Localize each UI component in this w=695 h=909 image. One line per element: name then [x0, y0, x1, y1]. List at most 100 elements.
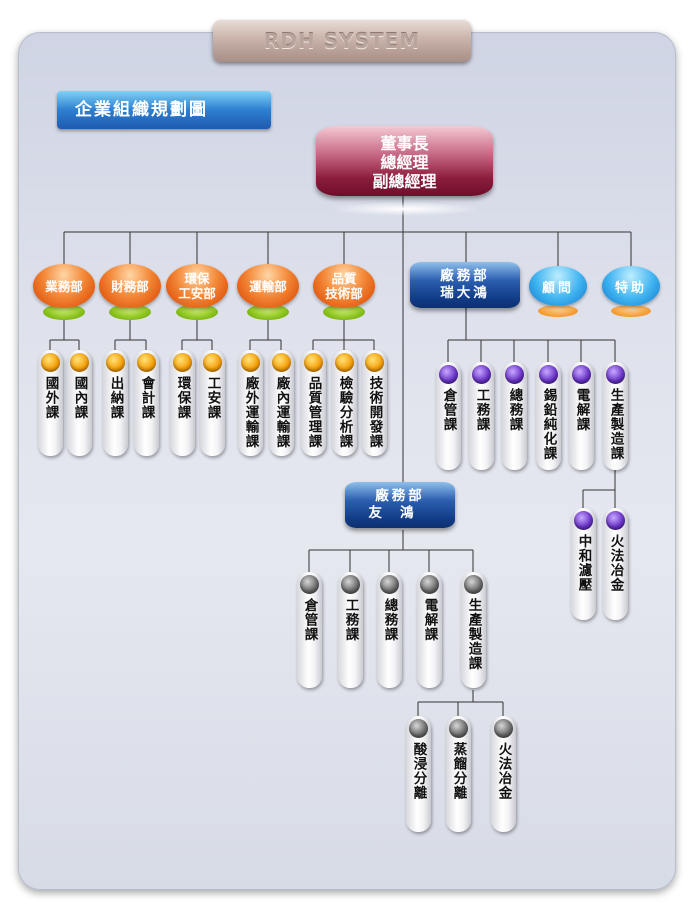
dept-base: [43, 304, 85, 320]
unit-pill: 倉管課: [297, 572, 322, 688]
gray-dot-icon: [494, 719, 513, 738]
unit-pill: 總務課: [377, 572, 402, 688]
dept-finance: 財務部: [99, 264, 161, 308]
unit-label: 生產製造課: [465, 598, 482, 671]
dept-base: [247, 304, 289, 320]
unit-label: 工務課: [342, 598, 359, 642]
purple-dot-icon: [606, 511, 625, 530]
unit-pill: 環保課: [170, 350, 195, 456]
vice-general-manager-label: 副總經理: [372, 172, 437, 191]
plant-label: 廠務部: [440, 268, 490, 284]
unit-pill: 出納課: [103, 350, 128, 456]
dept-label: 品質 技術部: [325, 271, 363, 301]
assistant-label: 特助: [614, 280, 647, 296]
unit-label: 廠內運輸課: [273, 376, 290, 449]
chairman-label: 董事長: [380, 134, 429, 153]
unit-label: 國內課: [71, 376, 88, 420]
dept-base: [109, 304, 151, 320]
unit-pill: 倉管課: [436, 362, 461, 470]
unit-label: 國外課: [42, 376, 59, 420]
orange-dot-icon: [365, 353, 384, 372]
unit-label: 會計課: [138, 376, 155, 420]
unit-pill: 廠外運輸課: [238, 350, 263, 456]
plant-ruidahong-box: 廠務部 瑞大鴻: [410, 262, 520, 308]
system-banner: RDH SYSTEM: [213, 20, 471, 62]
advisor-label: 顧問: [541, 280, 574, 296]
unit-pill: 電解課: [417, 572, 442, 688]
unit-label: 工務課: [473, 388, 490, 432]
advisor-base: [538, 305, 578, 317]
sub-unit-pill: 中和濾壓: [571, 508, 596, 620]
advisor-base: [611, 305, 651, 317]
dept-quality-tech: 品質 技術部: [313, 264, 375, 308]
plant-name: 瑞大鴻: [440, 285, 490, 301]
sub-unit-pill: 酸浸分離: [406, 716, 431, 832]
unit-pill: 會計課: [134, 350, 159, 456]
unit-pill: 國外課: [38, 350, 63, 456]
unit-pill: 檢驗分析課: [332, 350, 357, 456]
dept-base: [176, 304, 218, 320]
unit-label: 電解課: [421, 598, 438, 642]
unit-label: 檢驗分析課: [336, 376, 353, 449]
purple-dot-icon: [505, 365, 524, 384]
unit-label: 錫鉛純化課: [540, 388, 557, 461]
advisor-node: 顧問: [529, 266, 587, 306]
unit-label: 總務課: [506, 388, 523, 432]
unit-pill: 國內課: [67, 350, 92, 456]
gray-dot-icon: [409, 719, 428, 738]
unit-label: 生產製造課: [607, 388, 624, 461]
sub-unit-label: 火法冶金: [495, 742, 512, 800]
unit-label: 工安課: [204, 376, 221, 420]
unit-label: 倉管課: [440, 388, 457, 432]
unit-label: 出納課: [107, 376, 124, 420]
unit-pill: 品質管理課: [301, 350, 326, 456]
unit-label: 環保課: [174, 376, 191, 420]
unit-pill: 生產製造課: [603, 362, 628, 470]
orange-dot-icon: [241, 353, 260, 372]
general-manager-label: 總經理: [380, 153, 429, 172]
orange-dot-icon: [304, 353, 323, 372]
orange-dot-icon: [203, 353, 222, 372]
unit-label: 品質管理課: [305, 376, 322, 449]
unit-pill: 工務課: [469, 362, 494, 470]
orange-dot-icon: [137, 353, 156, 372]
unit-pill: 總務課: [502, 362, 527, 470]
sub-unit-label: 酸浸分離: [410, 742, 427, 800]
unit-pill: 工務課: [338, 572, 363, 688]
orange-dot-icon: [41, 353, 60, 372]
unit-label: 廠外運輸課: [242, 376, 259, 449]
sub-unit-pill: 火法冶金: [603, 508, 628, 620]
unit-pill: 錫鉛純化課: [536, 362, 561, 470]
purple-dot-icon: [439, 365, 458, 384]
unit-pill: 廠內運輸課: [269, 350, 294, 456]
gray-dot-icon: [300, 575, 319, 594]
dept-transport: 運輸部: [237, 264, 299, 308]
unit-pill: 電解課: [569, 362, 594, 470]
purple-dot-icon: [539, 365, 558, 384]
purple-dot-icon: [606, 365, 625, 384]
dept-sales: 業務部: [33, 264, 95, 308]
chairman-box: 董事長 總經理 副總經理: [316, 126, 493, 196]
dept-label: 運輸部: [249, 278, 287, 294]
dept-label: 業務部: [45, 278, 83, 294]
unit-pill: 工安課: [200, 350, 225, 456]
sub-unit-pill: 火法冶金: [491, 716, 516, 832]
dept-base: [323, 304, 365, 320]
sub-unit-label: 蒸餾分離: [450, 742, 467, 800]
assistant-node: 特助: [602, 266, 660, 306]
plant-name: 友鴻: [368, 505, 432, 521]
unit-label: 電解課: [573, 388, 590, 432]
purple-dot-icon: [572, 365, 591, 384]
unit-pill: 技術開發課: [362, 350, 387, 456]
gray-dot-icon: [420, 575, 439, 594]
purple-dot-icon: [472, 365, 491, 384]
sub-unit-label: 火法冶金: [607, 534, 624, 592]
root-shadow: [330, 202, 480, 216]
dept-label: 財務部: [111, 278, 149, 294]
gray-dot-icon: [341, 575, 360, 594]
gray-dot-icon: [449, 719, 468, 738]
banner-text: RDH SYSTEM: [263, 29, 421, 53]
sub-unit-pill: 蒸餾分離: [446, 716, 471, 832]
plant-label: 廠務部: [375, 488, 425, 504]
